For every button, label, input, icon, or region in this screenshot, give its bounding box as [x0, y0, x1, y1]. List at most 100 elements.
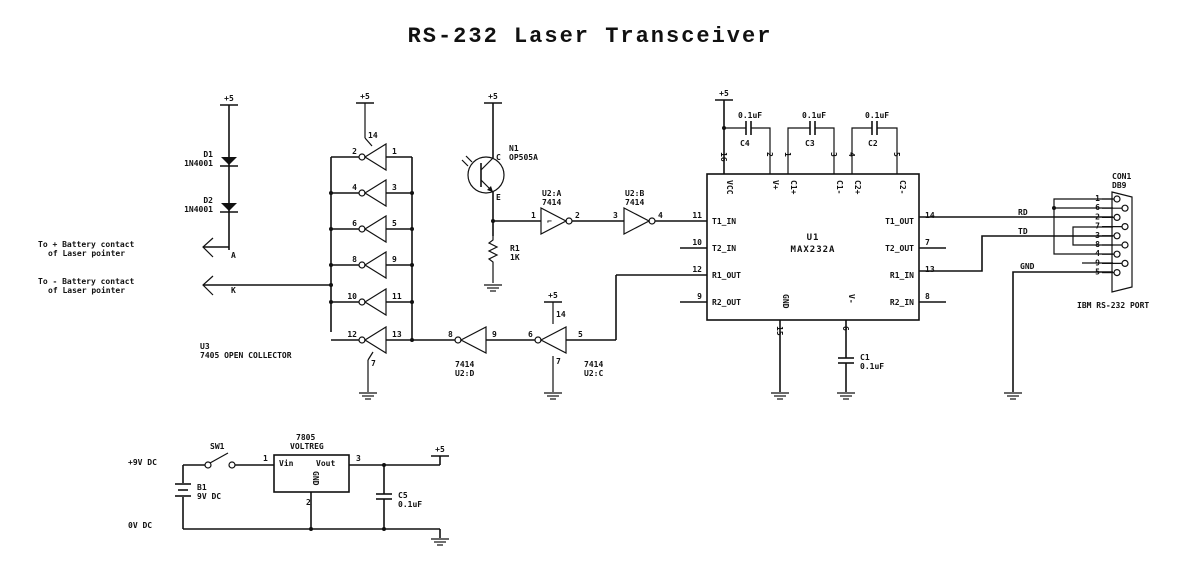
svg-text:+5: +5: [719, 89, 729, 98]
u2d-part: 7414: [455, 360, 474, 369]
power-supply: +9V DC 0V DC B1 9V DC SW1 1 Vin Vout GND…: [128, 433, 450, 546]
0v-label: 0V DC: [128, 521, 152, 530]
r1-value: 1K: [510, 253, 520, 262]
db9-pin: [1121, 259, 1129, 267]
svg-text:8: 8: [352, 255, 357, 264]
u3-vcc-pin: 14: [368, 131, 378, 140]
svg-text:1: 1: [392, 147, 397, 156]
db9-pin: [1113, 213, 1121, 221]
u3-ref: U3: [200, 342, 210, 351]
con1-ref: CON1: [1112, 172, 1131, 181]
svg-text:Vin: Vin: [279, 458, 294, 468]
u1-pin-name: T1_OUT: [885, 217, 914, 226]
u1-pin-name: T2_OUT: [885, 244, 914, 253]
u1-pin-number: 9: [697, 292, 702, 301]
svg-text:7: 7: [556, 357, 561, 366]
d1-ref: D1: [203, 150, 213, 159]
svg-text:7: 7: [371, 359, 376, 368]
n1-part: OP505A: [509, 153, 538, 162]
u1-max232a: U1 MAX232A T1_IN11T2_IN10R1_OUT12R2_OUT9…: [680, 89, 946, 400]
db9-pin: [1113, 195, 1121, 203]
n1-ref: N1: [509, 144, 519, 153]
svg-text:4: 4: [658, 211, 663, 220]
c5-ref: C5: [398, 491, 408, 500]
db9-pin-number: 7: [1095, 222, 1100, 231]
u1-pin-name: R1_IN: [890, 271, 914, 280]
svg-text:C: C: [496, 153, 501, 162]
svg-text:14: 14: [556, 310, 566, 319]
plus-contact-line2: of Laser pointer: [48, 248, 125, 258]
b1-ref: B1: [197, 483, 207, 492]
b1-value: 9V DC: [197, 492, 221, 501]
svg-text:3: 3: [392, 183, 397, 192]
u1-pin-name: R1_OUT: [712, 271, 741, 280]
c2-ref: C2: [868, 139, 878, 148]
u1-pin-number: 7: [925, 238, 930, 247]
u2d-ref: U2:D: [455, 369, 474, 378]
u1-pin-name: R2_OUT: [712, 298, 741, 307]
svg-text:5: 5: [578, 330, 583, 339]
r1-ref: R1: [510, 244, 520, 253]
vcc-label: +5: [224, 94, 234, 103]
phototransistor-n1: +5 C E N1 OP505A R1 1K: [461, 92, 538, 292]
reg-name: VOLTREG: [290, 442, 324, 451]
svg-text:13: 13: [392, 330, 402, 339]
svg-text:10: 10: [347, 292, 357, 301]
c1-value: 0.1uF: [860, 362, 884, 371]
svg-text:1: 1: [263, 454, 268, 463]
u1-pin-number: 10: [692, 238, 702, 247]
minus-contact-line2: of Laser pointer: [48, 285, 125, 295]
u1-pin-name: V+: [771, 180, 780, 190]
c3-value: 0.1uF: [802, 111, 826, 120]
u2a-part: 7414: [542, 198, 561, 207]
u1-pin-number: 13: [925, 265, 935, 274]
svg-text:9: 9: [392, 255, 397, 264]
db9-pin: [1121, 223, 1129, 231]
u1-pin-name: T2_IN: [712, 244, 736, 253]
svg-text:8: 8: [448, 330, 453, 339]
svg-text:Vout: Vout: [316, 459, 335, 468]
arrow-minus-icon: [202, 275, 214, 296]
u1-pin-name: C1-: [835, 180, 844, 194]
u1-pin-number: 12: [692, 265, 702, 274]
c5-value: 0.1uF: [398, 500, 422, 509]
u1-pin-name: T1_IN: [712, 217, 736, 226]
node-k-label: K: [231, 286, 236, 295]
u1-pin-name: VCC: [725, 180, 734, 195]
u1-body: [706, 173, 920, 321]
svg-text:GND: GND: [1020, 262, 1035, 271]
svg-text:11: 11: [392, 292, 402, 301]
c1-ref: C1: [860, 353, 870, 362]
svg-text:RD: RD: [1018, 208, 1028, 217]
svg-text:1: 1: [531, 211, 536, 220]
u2c-part: 7414: [584, 360, 603, 369]
arrow-plus-icon: [202, 237, 214, 258]
c4-ref: C4: [740, 139, 750, 148]
u2-ab-buffers: ⌐ 1 2 U2:A 7414 3 4 U2:B 7414: [493, 189, 707, 235]
svg-text:3: 3: [356, 454, 361, 463]
reg-part: 7805: [296, 433, 315, 442]
d2-ref: D2: [203, 196, 213, 205]
diode-d1-symbol: [221, 157, 237, 165]
db9-shell: [1111, 191, 1133, 293]
plus-contact-line1: To + Battery contact: [38, 240, 135, 249]
c3-ref: C3: [805, 139, 815, 148]
svg-text:+5: +5: [360, 92, 370, 101]
u1-part: MAX232A: [791, 245, 836, 255]
d2-part: 1N4001: [184, 205, 213, 214]
u1-pin-name: GND: [781, 294, 790, 309]
u1-pin-number: 8: [925, 292, 930, 301]
node-a-label: A: [231, 251, 236, 260]
u2a-ref: U2:A: [542, 189, 561, 198]
svg-text:2: 2: [352, 147, 357, 156]
u1-pin-name: C1+: [789, 180, 798, 195]
svg-text:5: 5: [392, 219, 397, 228]
diode-chain: +5 D1 1N4001 D2 1N4001 A: [184, 94, 239, 260]
